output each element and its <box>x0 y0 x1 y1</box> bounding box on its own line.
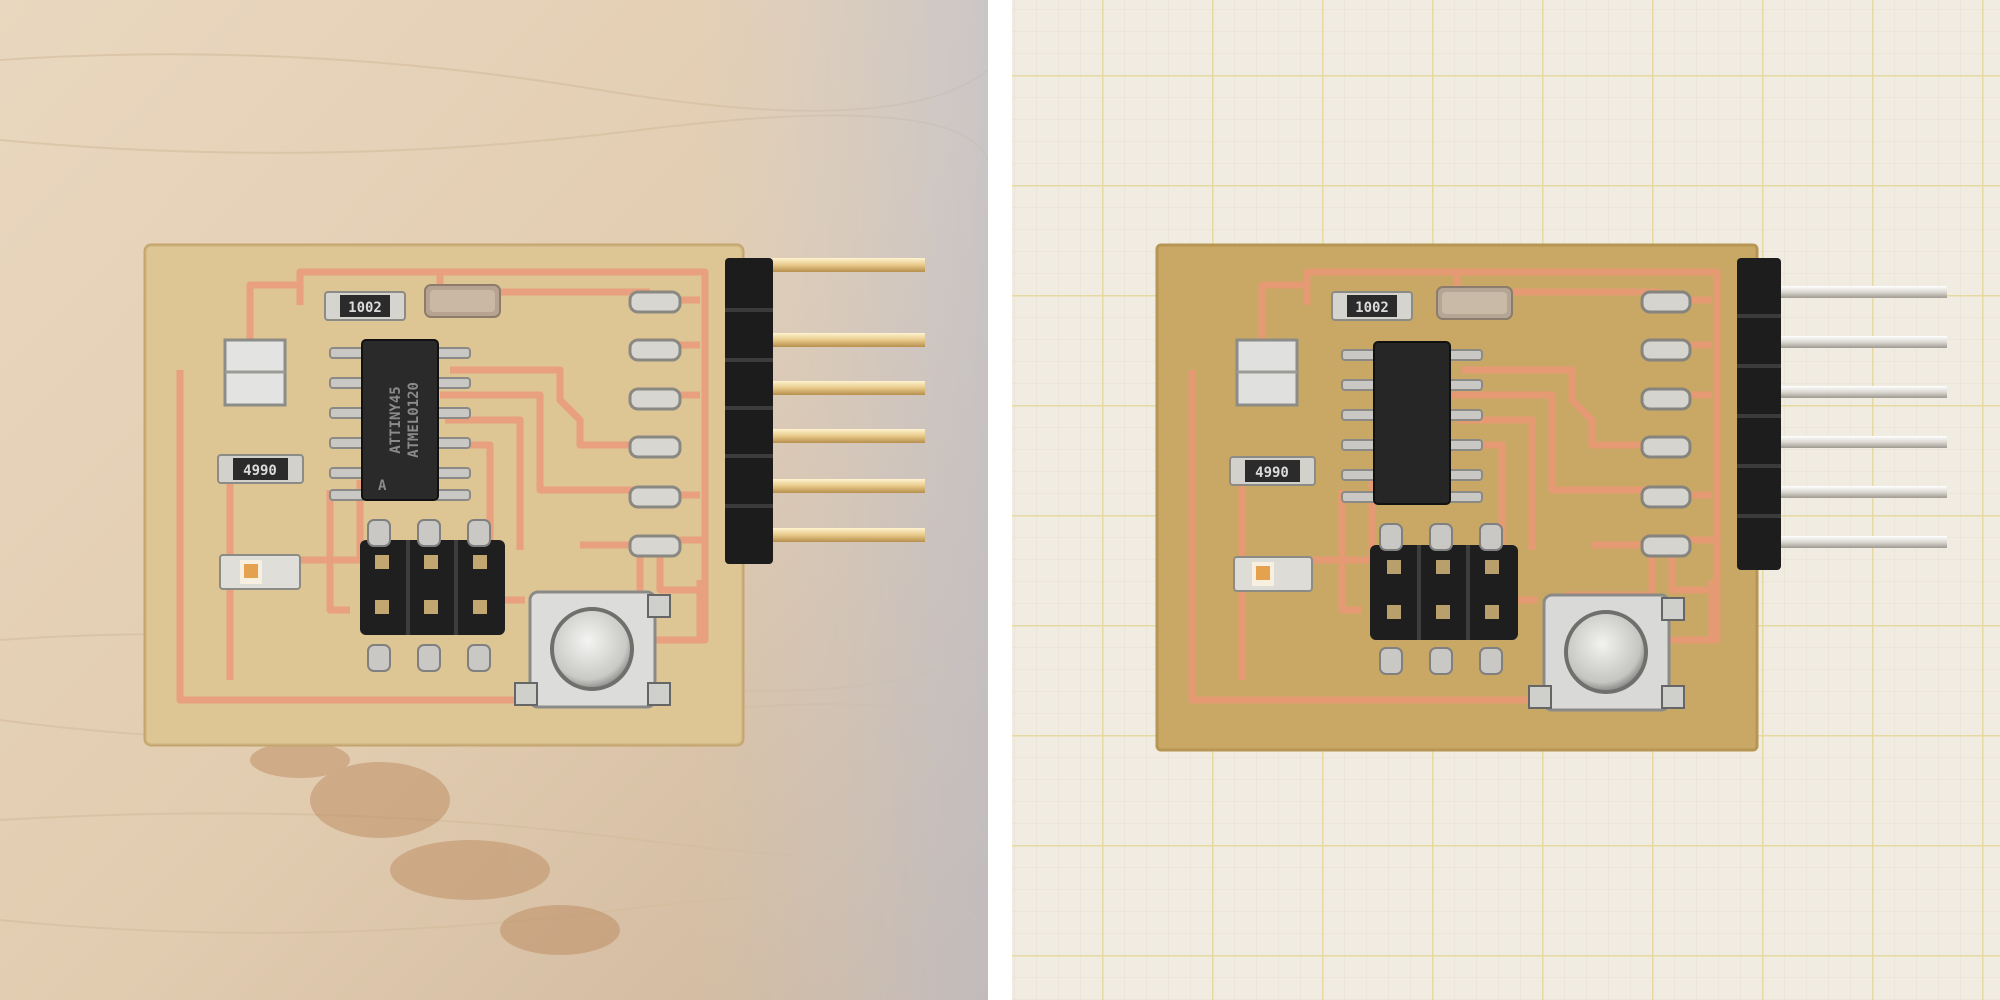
photo-panel-grid-paper: 1002 4990 <box>1012 0 2000 1000</box>
regulator-block <box>223 338 287 407</box>
isp-header-2x3 <box>360 519 505 672</box>
pin-header-6 <box>725 258 925 564</box>
pcb-photo-wood: ATMEL0120 ATTINY45 A 1002 <box>0 0 988 1000</box>
capacitor-c1 <box>1436 286 1513 320</box>
led <box>219 554 301 590</box>
resistor-r2-label: 4990 <box>1255 465 1289 481</box>
tactile-button <box>514 590 671 709</box>
attiny45-chip: ATMEL0120 ATTINY45 A <box>329 339 471 501</box>
chip-marking-line3: A <box>378 478 387 494</box>
regulator-block <box>1235 338 1299 407</box>
panel-divider <box>988 0 1012 1000</box>
header-pads <box>628 290 682 558</box>
photo-panel-wood: ATMEL0120 ATTINY45 A 1002 <box>0 0 988 1000</box>
led <box>1233 556 1313 592</box>
tactile-button <box>1528 593 1685 712</box>
chip-marking-line2: ATTINY45 <box>388 386 404 453</box>
isp-header-2x3 <box>1370 523 1518 675</box>
resistor-r1: 1002 <box>324 291 406 321</box>
chip-marking-line1: ATMEL0120 <box>406 382 422 458</box>
pin-header-6 <box>1737 258 1947 570</box>
header-pads <box>1640 290 1692 558</box>
resistor-r2: 4990 <box>1229 456 1316 486</box>
capacitor-c1 <box>424 284 501 318</box>
resistor-r1-label: 1002 <box>1355 300 1389 316</box>
pcb-photo-grid: 1002 4990 <box>1012 0 2000 1000</box>
resistor-r1: 1002 <box>1331 291 1413 321</box>
resistor-r2: 4990 <box>217 454 304 484</box>
resistor-r2-label: 4990 <box>243 463 277 479</box>
resistor-r1-label: 1002 <box>348 300 382 316</box>
attiny45-chip <box>1341 341 1483 505</box>
